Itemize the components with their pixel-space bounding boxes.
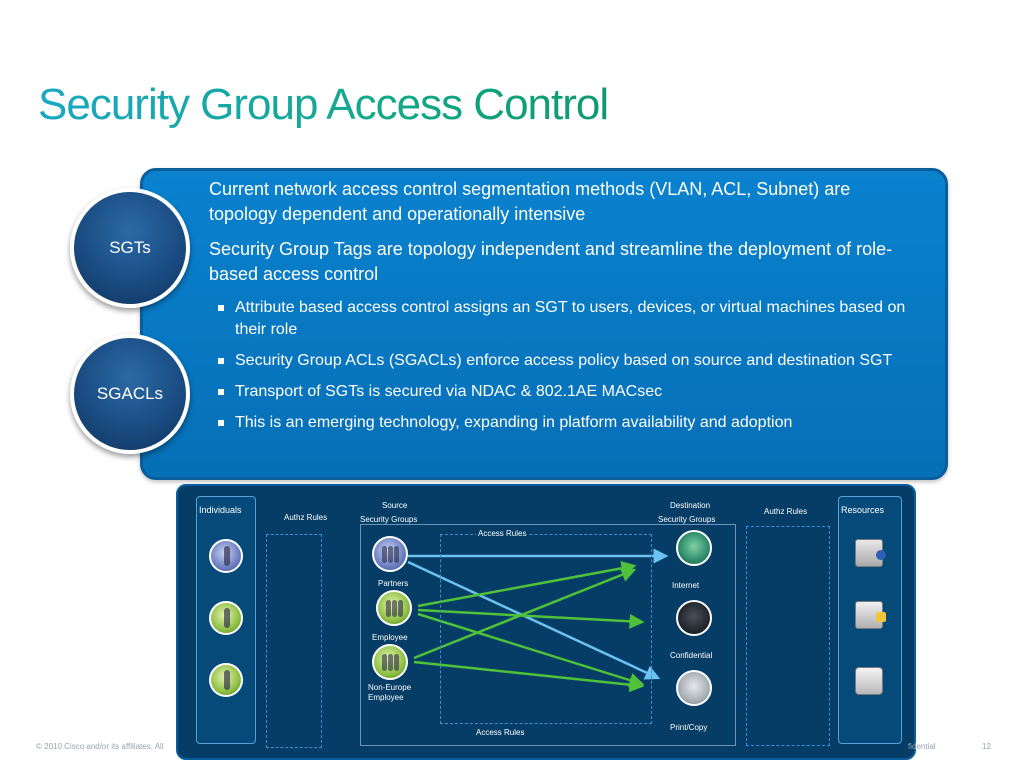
rule-employee-print [417, 612, 645, 688]
resources-title: Resources [841, 505, 885, 515]
bullet-square-icon [218, 389, 224, 395]
authz-rules-right-box [746, 526, 830, 746]
rule-employee-confidential [417, 608, 645, 629]
bullet-square-icon [218, 420, 224, 426]
printer-icon [855, 667, 883, 695]
source-group-label: Non-Europe [368, 683, 412, 692]
access-rules-bottom-label: Access Rules [476, 728, 525, 737]
destination-group-label: Confidential [670, 651, 713, 660]
bullet-item: This is an emerging technology, expandin… [215, 412, 935, 434]
rule-noneurope-print [413, 660, 645, 693]
rule-noneurope-internet [413, 567, 637, 660]
security-groups-area [360, 524, 736, 746]
destination-security-groups-label: Security Groups [658, 515, 716, 524]
rule-partners-print [407, 560, 661, 680]
file-server-icon [855, 601, 886, 629]
bullet-list: Attribute based access control assigns a… [215, 297, 935, 443]
source-group-label: Employee [372, 633, 408, 642]
destination-group-label: Internet [672, 581, 700, 590]
printer-icon [676, 670, 712, 706]
sgacl-bubble: SGACLs [70, 334, 190, 454]
non-europe-employee-group-icon [372, 644, 408, 680]
rule-employee-internet [417, 560, 637, 608]
content-panel: Current network access control segmentat… [140, 168, 948, 480]
source-security-groups-label: Security Groups [360, 515, 418, 524]
page-number: 12 [982, 742, 991, 751]
access-rule-lines [407, 548, 669, 693]
server-icon [855, 539, 886, 567]
authz-rules-left-box [266, 534, 322, 748]
bullet-text: Security Group ACLs (SGACLs) enforce acc… [235, 352, 893, 369]
individuals-title: Individuals [199, 505, 242, 515]
person-icon [209, 539, 243, 573]
authz-rules-right-label: Authz Rules [764, 507, 808, 516]
source-group-label: Employee [368, 693, 404, 702]
source-group-label: Partners [378, 579, 409, 588]
internet-icon [676, 530, 712, 566]
individuals-column: Individuals [196, 496, 256, 744]
bullet-text: Transport of SGTs is secured via NDAC & … [235, 383, 663, 400]
destination-group-label: Print/Copy [670, 723, 708, 732]
panel-paragraph: Security Group Tags are topology indepen… [209, 239, 893, 284]
destination-label: Destination [670, 501, 711, 510]
person-icon [209, 601, 243, 635]
partners-group-icon [372, 536, 408, 572]
sgt-bubble-label: SGTs [109, 238, 151, 257]
resources-column: Resources [838, 496, 902, 744]
authz-rules-left-label: Authz Rules [284, 513, 328, 522]
sgt-bubble: SGTs [70, 188, 190, 308]
access-rules-box [440, 534, 652, 724]
source-label: Source [382, 501, 408, 510]
person-icon [209, 663, 243, 697]
confidential-server-icon [676, 600, 712, 636]
bullet-text: Attribute based access control assigns a… [235, 299, 906, 338]
access-rules-top-label: Access Rules [476, 528, 529, 539]
access-control-diagram: Individuals Authz Rules Source Security … [176, 484, 916, 760]
bullet-item: Security Group ACLs (SGACLs) enforce acc… [215, 350, 935, 372]
bullet-item: Transport of SGTs is secured via NDAC & … [215, 381, 935, 403]
bullet-square-icon [218, 305, 224, 311]
page-title: Security Group Access Control [38, 80, 609, 129]
sgacl-bubble-label: SGACLs [96, 384, 164, 403]
copyright-footer: © 2010 Cisco and/or its affiliates. All [36, 742, 164, 751]
confidential-footer: fidential [908, 742, 936, 751]
bullet-item: Attribute based access control assigns a… [215, 297, 935, 341]
panel-paragraph: Current network access control segmentat… [209, 179, 851, 224]
bullet-square-icon [218, 358, 224, 364]
employee-group-icon [376, 590, 412, 626]
bullet-text: This is an emerging technology, expandin… [235, 414, 793, 431]
